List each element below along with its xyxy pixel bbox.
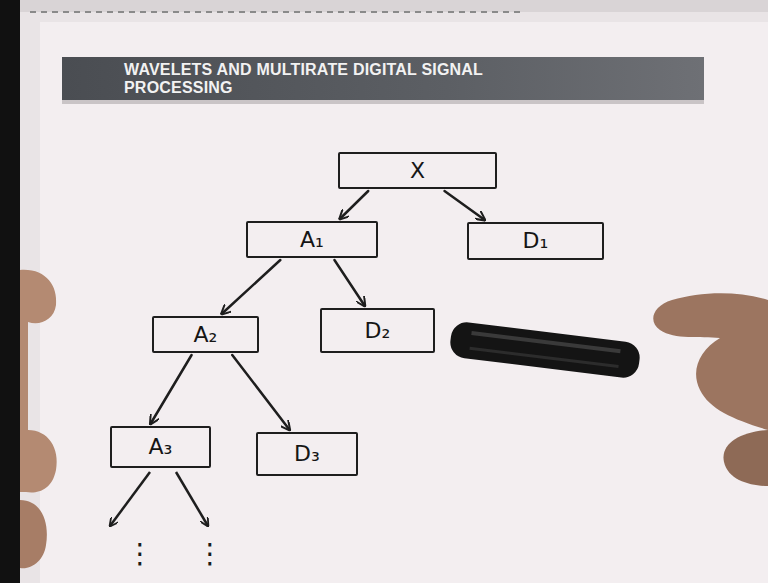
box-label: A₂ bbox=[194, 324, 218, 346]
band-shadow bbox=[62, 100, 704, 104]
split-arrow bbox=[232, 355, 289, 430]
box-label: X bbox=[410, 160, 425, 182]
course-title: WAVELETS AND MULTIRATE DIGITAL SIGNAL PR… bbox=[124, 61, 544, 97]
split-arrow bbox=[445, 191, 485, 220]
left-hand bbox=[20, 270, 57, 493]
left-hand bbox=[20, 500, 47, 568]
coefficient-box: A₁ bbox=[246, 221, 378, 258]
continuation-arrow bbox=[176, 472, 208, 526]
dark-edge bbox=[0, 0, 20, 583]
dashed-edge bbox=[30, 11, 520, 13]
coefficient-box: X bbox=[338, 152, 497, 189]
box-label: A₃ bbox=[149, 436, 173, 458]
box-label: A₁ bbox=[300, 229, 324, 251]
coefficient-box: A₂ bbox=[152, 316, 259, 353]
coefficient-box: D₁ bbox=[467, 222, 604, 260]
split-arrow bbox=[334, 260, 364, 306]
box-label: D₁ bbox=[523, 230, 549, 252]
box-label: D₂ bbox=[365, 320, 391, 342]
title-band bbox=[62, 57, 704, 100]
marker-pen bbox=[449, 321, 642, 380]
continuation-dots: ⋮ bbox=[196, 540, 224, 568]
coefficient-box: A₃ bbox=[110, 426, 211, 468]
split-arrow bbox=[222, 260, 281, 314]
box-label: D₃ bbox=[294, 443, 320, 465]
paper-edge bbox=[20, 0, 768, 12]
continuation-arrow bbox=[110, 472, 150, 526]
coefficient-box: D₂ bbox=[320, 308, 435, 353]
coefficient-box: D₃ bbox=[256, 432, 358, 476]
split-arrow bbox=[150, 355, 191, 424]
sheet bbox=[40, 22, 768, 583]
right-hand bbox=[653, 293, 768, 430]
right-hand bbox=[723, 430, 768, 486]
continuation-dots: ⋮ bbox=[126, 540, 154, 568]
split-arrow bbox=[340, 191, 368, 219]
